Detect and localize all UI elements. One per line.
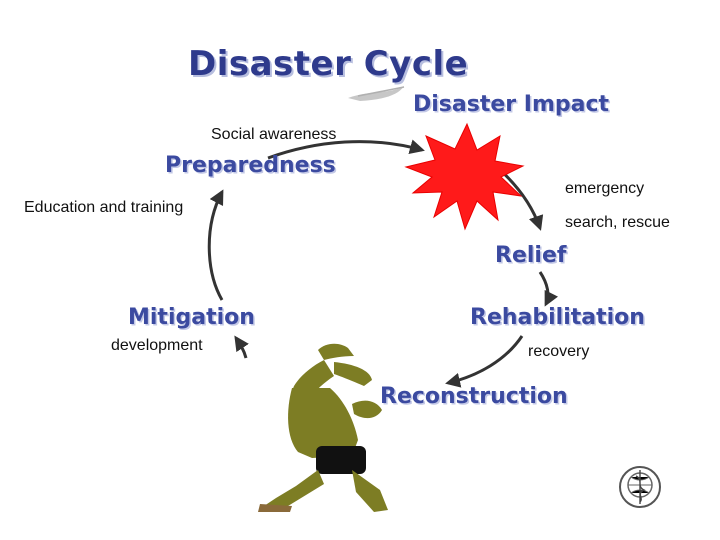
- stage-disaster-impact: Disaster Impact: [413, 92, 610, 117]
- note-search-rescue: search, rescue: [565, 214, 670, 231]
- note-recovery: recovery: [528, 343, 590, 360]
- cycle-arrow-mitigation-to-preparedness: [207, 189, 224, 301]
- page-title: Disaster Cycle: [188, 44, 469, 84]
- lifting-figure-icon: [258, 343, 388, 512]
- cycle-arrow-reconstruction-to-mitigation: [234, 335, 249, 359]
- stage-mitigation: Mitigation: [128, 305, 255, 330]
- note-social-awareness: Social awareness: [211, 126, 337, 143]
- disaster-burst-icon: [404, 122, 525, 231]
- note-emergency: emergency: [565, 180, 645, 197]
- cycle-arrow-relief-to-rehabilitation: [538, 271, 559, 307]
- cycle-arrow-preparedness-to-impact: [267, 139, 425, 160]
- title-scribble: [348, 86, 405, 101]
- stage-reconstruction: Reconstruction: [380, 384, 568, 409]
- who-emblem-icon: [619, 466, 661, 508]
- note-development: development: [111, 337, 203, 354]
- cycle-arrow-rehabilitation-to-reconstruction: [445, 335, 524, 388]
- stage-rehabilitation: Rehabilitation: [470, 305, 645, 330]
- stage-relief: Relief: [495, 243, 567, 268]
- note-education-training: Education and training: [24, 199, 184, 216]
- stage-preparedness: Preparedness: [165, 153, 336, 178]
- cycle-arrow-impact-to-relief: [496, 166, 544, 231]
